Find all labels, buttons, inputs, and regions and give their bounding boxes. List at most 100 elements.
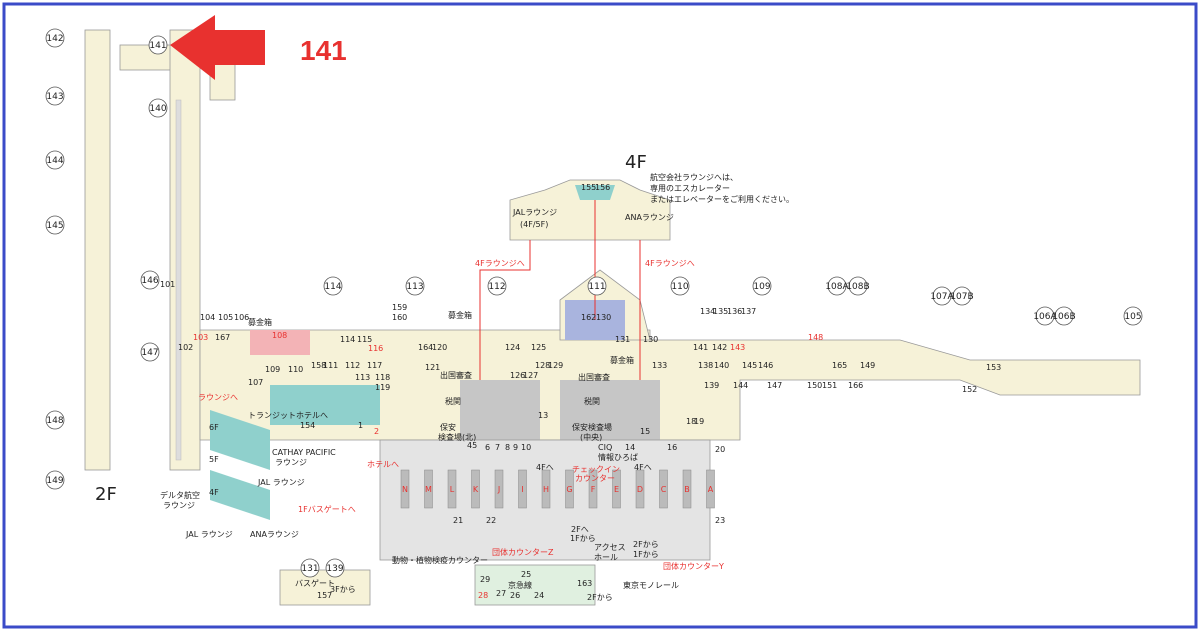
- gate-circle-106A: 106A: [1033, 306, 1058, 326]
- counter-bar: [541, 469, 551, 509]
- area-label-from-3f: 3Fから: [330, 585, 356, 594]
- gate-number-135: 135: [713, 307, 728, 316]
- gate-number-155: 155: [581, 183, 596, 192]
- gate-circle-114: 114: [323, 276, 343, 296]
- gate-circle-143: 143: [45, 86, 65, 106]
- gate-circle-label: 143: [46, 92, 63, 102]
- gate-number-141: 141: [693, 343, 708, 352]
- gate-circle-label: 145: [46, 221, 63, 231]
- area-label-delta2: ラウンジ: [163, 501, 195, 510]
- gate-number-124: 124: [505, 343, 520, 352]
- counter-bar: [471, 469, 480, 509]
- gate-circle-label: 111: [588, 282, 605, 292]
- area-label-delta1: デルタ航空: [160, 490, 200, 500]
- gate-number-125: 125: [531, 343, 546, 352]
- gate-number-138: 138: [698, 361, 713, 370]
- gate-number-103: 103: [193, 333, 208, 342]
- area-label-to-1f-bus: 1Fバスゲートへ: [298, 504, 356, 514]
- counter-letter-B: B: [684, 485, 690, 494]
- gate-number-9: 9: [513, 443, 518, 452]
- area-label-keikyu: 京急線: [508, 580, 532, 590]
- gate-circle-108A: 108A: [825, 276, 850, 296]
- gate-number-13: 13: [538, 411, 548, 420]
- gate-number-156: 156: [595, 183, 610, 192]
- area-label-to-lounge: ラウンジへ: [198, 393, 238, 402]
- gate-number-6: 6: [485, 443, 490, 452]
- area-label-jal-lounge-4f: JAL ラウンジ: [185, 530, 233, 539]
- counter-bar: [635, 469, 645, 509]
- gate-circle-label: 149: [46, 476, 63, 486]
- gate-number-140: 140: [714, 361, 729, 370]
- gate-number-136: 136: [727, 307, 742, 316]
- gate-number-130: 130: [596, 313, 611, 322]
- gate-number-15: 15: [640, 427, 650, 436]
- counter-bar: [588, 469, 598, 509]
- area-label-bus-gate: バスゲート: [295, 578, 335, 588]
- gate-number-147: 147: [767, 381, 782, 390]
- gate-number-166: 166: [848, 381, 863, 390]
- area-label-access2: ホール: [594, 553, 618, 562]
- gate-number-162: 162: [581, 313, 596, 322]
- gate-circle-label: 107A: [930, 292, 954, 302]
- counter-bar: [400, 469, 410, 509]
- gate-circle-107A: 107A: [930, 286, 955, 306]
- gate-circle-131: 131: [300, 558, 320, 578]
- area-label-hoan-n1: 保安: [440, 422, 456, 432]
- gate-number-20: 20: [715, 445, 725, 454]
- gate-number-127: 127: [523, 371, 538, 380]
- gate-number-130b: 130: [643, 335, 658, 344]
- gate-circle-label: 114: [324, 282, 341, 292]
- area-label-f6: 6F: [209, 423, 219, 432]
- gate-number-163: 163: [577, 579, 592, 588]
- gate-number-134: 134: [700, 307, 715, 316]
- gate-circle-label: 141: [149, 41, 166, 51]
- gate-number-145: 145: [742, 361, 757, 370]
- gate-number-146: 146: [758, 361, 773, 370]
- gate-number-144: 144: [733, 381, 748, 390]
- gate-circle-label: 139: [326, 564, 343, 574]
- counter-letter-J: J: [497, 485, 500, 494]
- gate-number-139: 139: [704, 381, 719, 390]
- counter-bar: [447, 469, 457, 509]
- counter-bar: [565, 469, 574, 509]
- gate-number-159: 159: [392, 303, 407, 312]
- gate-number-27: 27: [496, 589, 506, 598]
- area-label-hoan-n2: 検査場(北): [438, 432, 476, 442]
- gate-number-104: 104: [200, 313, 215, 322]
- gate-number-158: 158: [311, 361, 326, 370]
- gate-number-114: 114: [340, 335, 355, 344]
- gate-number-22: 22: [486, 516, 496, 525]
- area-label-ana-lounge: ANAラウンジ: [625, 213, 674, 222]
- gate-circle-label: 146: [141, 276, 158, 286]
- gate-number-164: 164: [418, 343, 433, 352]
- gate-number-105: 105: [218, 313, 233, 322]
- gate-number-101: 101: [160, 280, 175, 289]
- lounge-note-1: 航空会社ラウンジへは、: [650, 172, 738, 182]
- area-label-from2f-a: 2Fから: [633, 540, 659, 549]
- gate-circle-105: 105: [1123, 306, 1143, 326]
- gate-circle-label: 140: [149, 104, 166, 114]
- area-label-zeikan-c: 税関: [584, 396, 600, 406]
- area-label-monorail: 東京モノレール: [623, 580, 679, 590]
- callout-arrow: [170, 15, 265, 80]
- gate-number-16: 16: [667, 443, 677, 452]
- gate-circle-label: 106A: [1033, 312, 1057, 322]
- gate-circle-147: 147: [140, 342, 160, 362]
- area-label-zeikan-n: 税関: [445, 396, 461, 406]
- gate-number-108: 108: [272, 331, 287, 340]
- counter-letter-D: D: [637, 485, 643, 494]
- gate-number-7: 7: [495, 443, 500, 452]
- gate-number-118: 118: [375, 373, 390, 382]
- counter-bar: [706, 469, 715, 509]
- gate-circle-140: 140: [148, 98, 168, 118]
- area-label-group-z: 団体カウンターZ: [492, 547, 554, 557]
- gate-number-157: 157: [317, 591, 332, 600]
- gate-number-117: 117: [367, 361, 382, 370]
- area-label-hoan-c2: (中央): [580, 432, 602, 442]
- gate-circle-139: 139: [325, 558, 345, 578]
- area-label-bokin2: 募金箱: [448, 310, 472, 320]
- gate-circle-146: 146: [140, 270, 160, 290]
